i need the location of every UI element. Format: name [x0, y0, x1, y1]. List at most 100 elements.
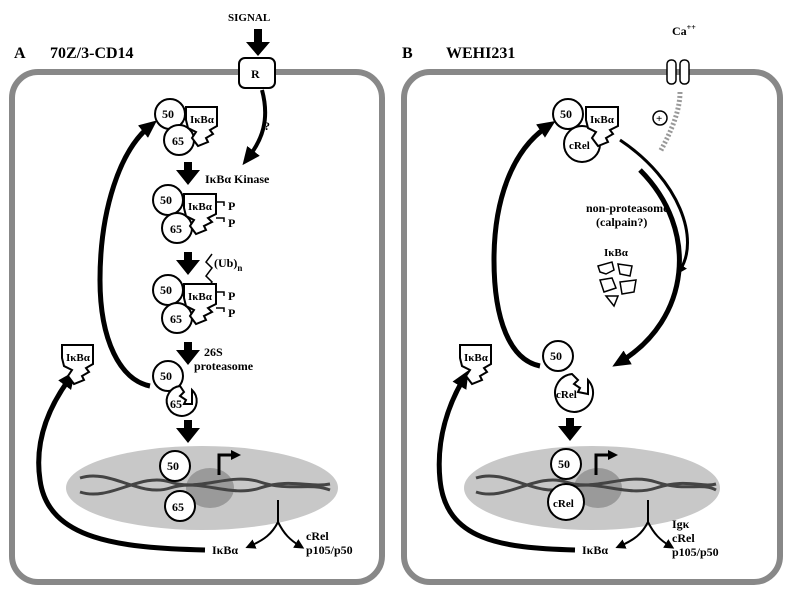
ikba-label: IκBα	[66, 352, 91, 364]
release-arrow-b	[612, 168, 682, 367]
phos-bonds	[216, 201, 225, 222]
proteasome-label-1: 26S	[204, 345, 223, 359]
cell-a	[9, 69, 385, 585]
ikba-inhibitor	[185, 106, 218, 148]
nonproteasome-label-1: non-proteasome	[586, 201, 669, 215]
ikba-inhibitor	[183, 283, 217, 326]
output-ikba-b: IκBα	[582, 543, 608, 557]
p50-label: 50	[560, 107, 572, 121]
crel-circle-nuclear	[547, 483, 585, 521]
ikba-label: IκBα	[190, 114, 215, 126]
nonproteasome-label-2: (calpain?)	[596, 215, 647, 229]
calcium-channel-left	[666, 59, 677, 85]
p50-label: 50	[160, 283, 172, 297]
output-igk-b: Igκ	[672, 517, 690, 531]
degraded-ikba-fragments	[597, 261, 637, 308]
p50-circle	[552, 98, 584, 130]
reassociation-arrow-b	[491, 121, 556, 369]
panel-a-letter: A	[14, 45, 26, 62]
signal-label: SIGNAL	[228, 12, 270, 24]
ikba-inhibitor	[183, 193, 217, 236]
newly-synthesized-ikba-b	[459, 344, 492, 386]
p65-label: 65	[170, 397, 182, 411]
p65-label: 65	[170, 222, 182, 236]
ikba-inhibitor	[585, 106, 619, 148]
complex-top-a: 50 65 IκBα	[154, 98, 218, 156]
newly-synthesized-ikba-a	[61, 344, 94, 386]
down-arrow-nucleus-b	[558, 418, 582, 441]
down-arrow-1	[176, 162, 200, 185]
complex-phos-a: 50 65 IκBα P P	[152, 184, 235, 244]
proteasome-label-2: proteasome	[194, 359, 254, 373]
output-p105-a: p105/p50	[306, 543, 353, 557]
p50-circle	[542, 340, 574, 372]
output-arrow-left-a	[245, 521, 279, 549]
free-nfkb-a: 50 65	[152, 360, 198, 417]
down-arrow-nucleus	[176, 420, 200, 443]
panel-b-title: WEHI231	[446, 45, 515, 62]
p50-circle-nuclear	[159, 450, 191, 482]
feedback-arrow-ikba-b	[436, 370, 576, 553]
down-arrow-2	[176, 252, 200, 275]
phos-label-1: P	[228, 199, 235, 213]
output-crel-a: cRel	[306, 529, 329, 543]
dna-strand-1	[475, 474, 717, 493]
p65-circle-nuclear	[164, 490, 196, 522]
calcium-influx	[657, 91, 683, 154]
p65-partial	[165, 384, 198, 417]
p50-label: 50	[160, 369, 172, 383]
p50-circle-nuclear	[550, 448, 582, 480]
phos-bonds	[216, 291, 225, 312]
output-crel-b: cRel	[672, 531, 695, 545]
signal-arrow	[246, 29, 270, 56]
output-arrow-right-b	[647, 521, 675, 549]
kinase-label: IκBα Kinase	[205, 172, 270, 186]
panel-a: A 70Z/3-CD14 SIGNAL R ? 50 65 IκBα IκBα …	[9, 12, 385, 585]
p50-circle	[152, 360, 184, 392]
calcium-channel-right	[679, 59, 690, 85]
p50-label: 50	[162, 107, 174, 121]
crel-label: cRel	[556, 389, 577, 401]
phos-label-1: P	[228, 289, 235, 303]
transcription-arrow-a	[217, 450, 241, 475]
panel-b-letter: B	[402, 45, 413, 62]
dna-strand-1	[79, 474, 331, 493]
panel-a-title: 70Z/3-CD14	[50, 45, 134, 62]
receptor-to-kinase-arrow	[242, 89, 268, 166]
plus-label: +	[656, 113, 662, 125]
nucleus-core-b	[574, 468, 622, 508]
p50-label: 50	[160, 193, 172, 207]
ikba-label: IκBα	[188, 291, 213, 303]
feedback-arrow-ikba-a	[36, 370, 206, 553]
down-arrow-3	[176, 342, 200, 365]
ikba-label: IκBα	[590, 114, 615, 126]
p65-label: 65	[172, 134, 184, 148]
calcium-label: Ca++	[672, 23, 696, 38]
panel-b: B WEHI231 Ca++ + 50 cRel IκBα non-protea…	[401, 23, 783, 585]
phos-label-2: P	[228, 306, 235, 320]
calpain-arrow	[619, 138, 689, 275]
receptor-box	[238, 57, 276, 89]
output-arrow-right-a	[277, 521, 305, 549]
plus-circle	[652, 110, 668, 126]
ub-label: (Ub)n	[214, 256, 242, 273]
ikba-label: IκBα	[188, 201, 213, 213]
complex-ub-a: 50 65 IκBα P P	[152, 274, 235, 334]
p50-label: 50	[550, 349, 562, 363]
dna-strand-2	[79, 477, 331, 496]
complex-top-b: 50 cRel IκBα	[552, 98, 619, 163]
reassociation-arrow-a	[97, 120, 158, 389]
transcription-arrow-b	[594, 450, 618, 475]
crel-label: cRel	[553, 498, 574, 510]
output-ikba-a: IκBα	[212, 543, 238, 557]
crel-label: cRel	[569, 140, 590, 152]
degraded-ikba-label: IκBα	[604, 247, 629, 259]
phos-label-2: P	[228, 216, 235, 230]
question-mark: ?	[264, 119, 270, 133]
p50-label: 50	[558, 457, 570, 471]
output-arrow-left-b	[615, 521, 649, 549]
cell-b	[401, 69, 783, 585]
p65-label: 65	[172, 500, 184, 514]
dna-strand-2	[475, 477, 717, 496]
